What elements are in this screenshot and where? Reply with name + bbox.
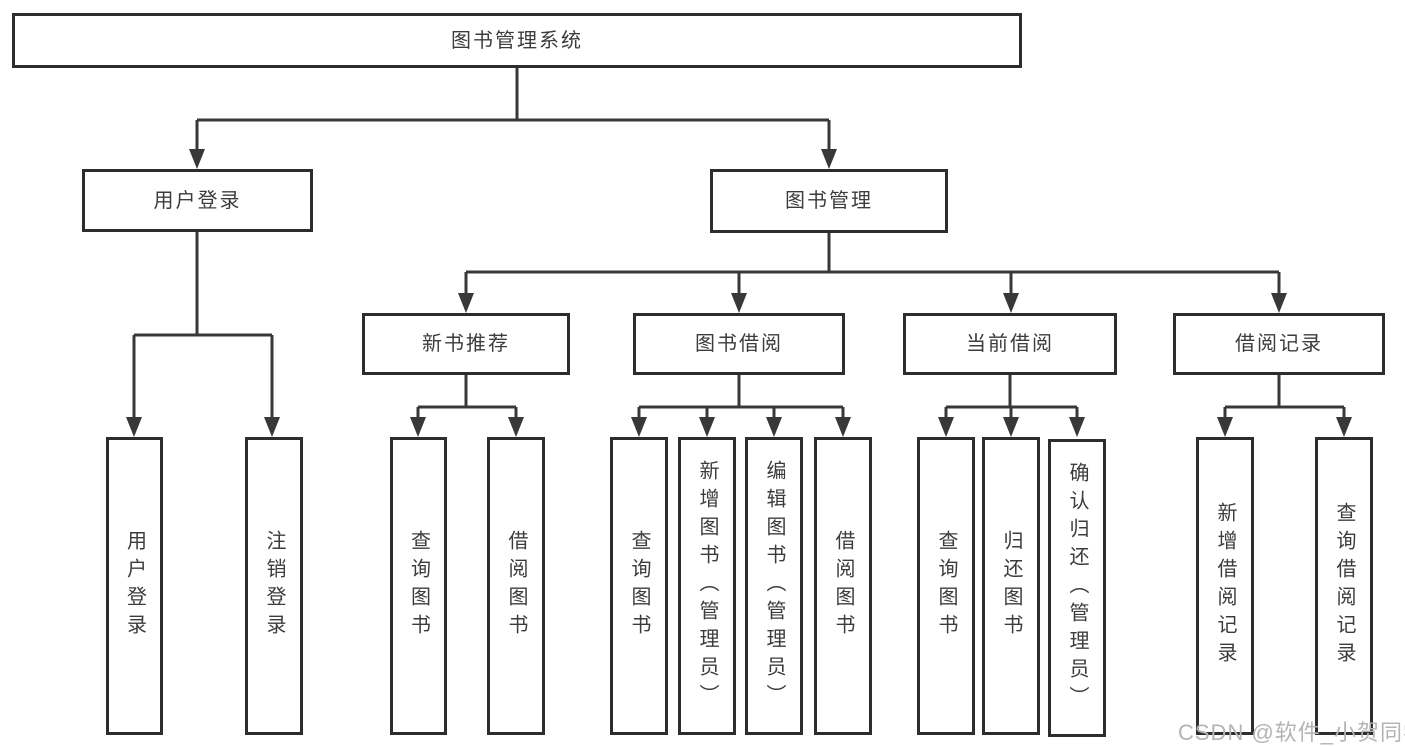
connector-book-management-to-level3: [458, 233, 1287, 313]
node-leaf-logout: 注销登录: [245, 437, 303, 735]
node-leaf-borrow-books-1: 借阅图书: [487, 437, 545, 735]
connector-current-borrow-to-leaves: [938, 375, 1085, 437]
node-borrow-records: 借阅记录: [1173, 313, 1385, 375]
node-leaf-query-books-3: 查询图书: [917, 437, 975, 735]
node-leaf-query-books-2: 查询图书: [610, 437, 668, 735]
node-leaf-query-books-1: 查询图书: [390, 437, 447, 735]
node-leaf-add-borrow-record: 新增借阅记录: [1196, 437, 1254, 735]
node-leaf-query-borrow-record: 查询借阅记录: [1315, 437, 1373, 735]
node-book-management: 图书管理: [710, 169, 948, 233]
node-user-login: 用户登录: [82, 169, 313, 232]
node-leaf-return-books: 归还图书: [982, 437, 1040, 735]
node-leaf-edit-books-admin: 编辑图书（管理员）: [745, 437, 803, 735]
connector-borrow-records-to-leaves: [1217, 375, 1352, 437]
node-leaf-confirm-return-admin: 确认归还（管理员）: [1048, 439, 1106, 737]
node-library-system: 图书管理系统: [12, 13, 1022, 68]
node-new-book-recommend: 新书推荐: [362, 313, 570, 375]
node-leaf-add-books-admin: 新增图书（管理员）: [678, 437, 736, 735]
connector-new-book-recommend-to-leaves: [410, 375, 524, 437]
csdn-watermark: CSDN @软件_小贺同学: [1178, 720, 1405, 745]
connector-book-borrow-to-leaves: [631, 375, 851, 437]
node-leaf-user-login: 用户登录: [106, 437, 163, 735]
node-leaf-borrow-books-2: 借阅图书: [814, 437, 872, 735]
connector-user-login-to-leaves: [126, 232, 280, 437]
connector-root-to-level2: [189, 68, 837, 169]
node-current-borrow: 当前借阅: [903, 313, 1117, 375]
node-book-borrow: 图书借阅: [633, 313, 845, 375]
